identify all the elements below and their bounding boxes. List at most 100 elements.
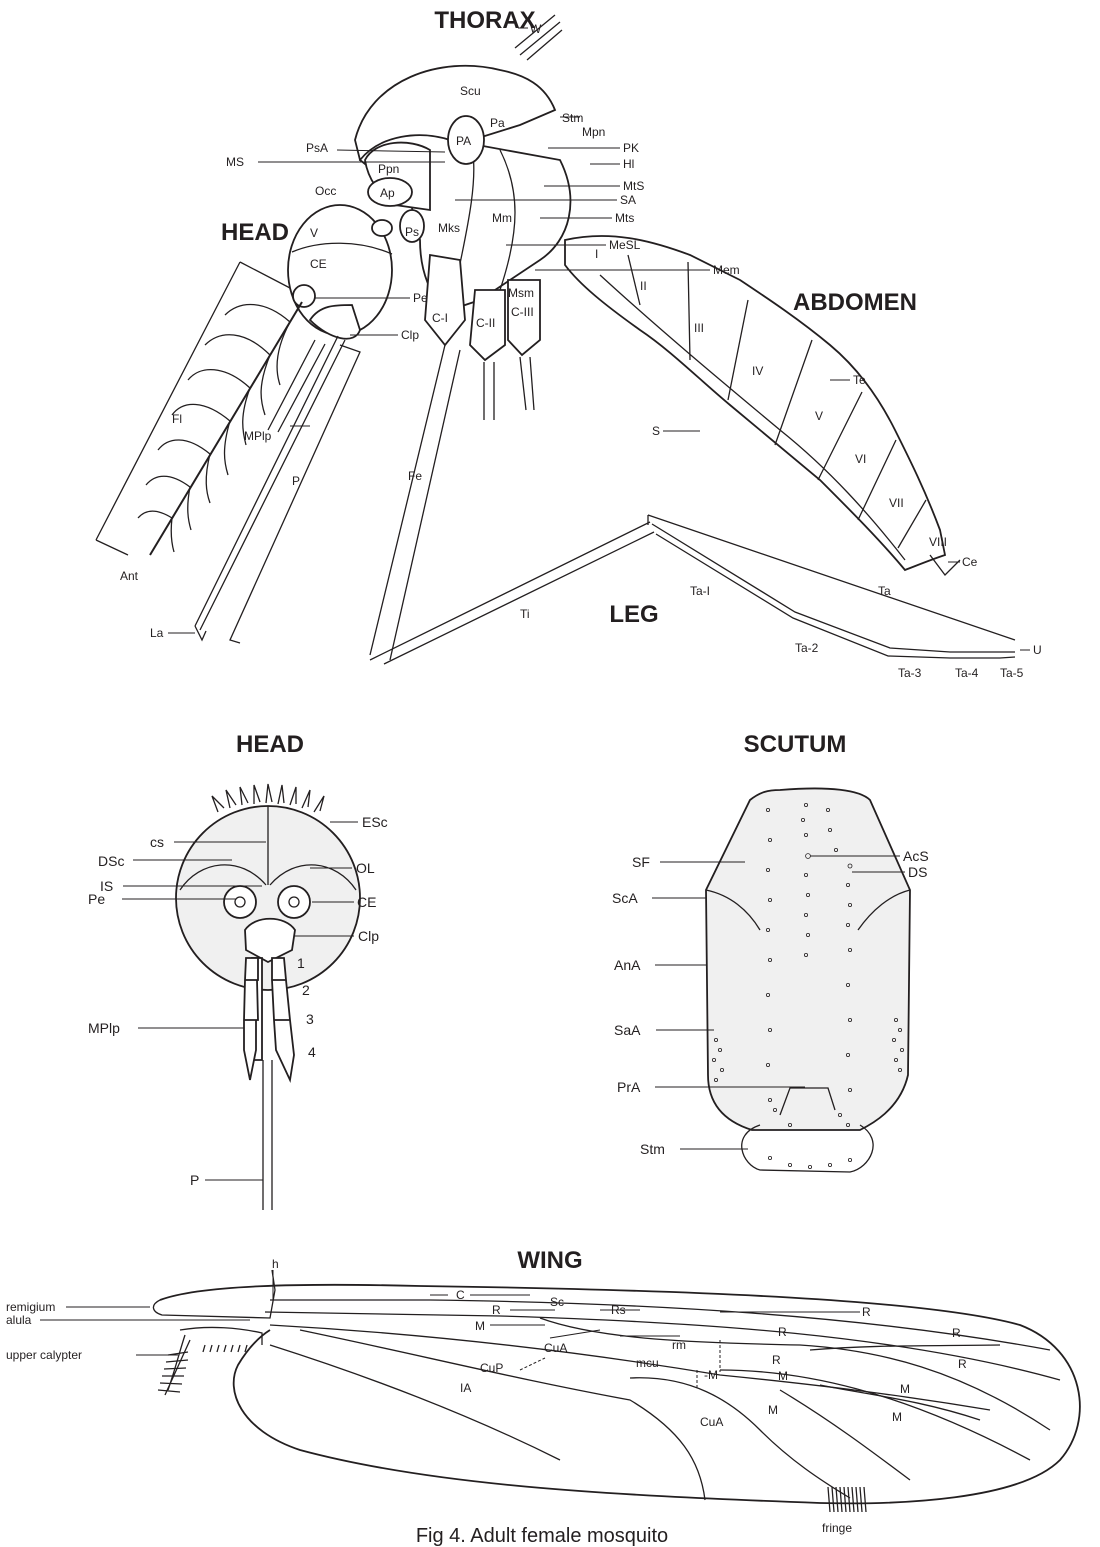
wing-title: WING: [517, 1247, 582, 1274]
svg-text:Mm: Mm: [492, 211, 512, 225]
svg-text:Ta: Ta: [878, 584, 891, 598]
scutum-drawing: [652, 788, 910, 1172]
svg-text:V: V: [815, 409, 823, 423]
svg-text:PA: PA: [456, 134, 471, 148]
svg-text:R: R: [958, 1357, 967, 1371]
svg-text:Ti: Ti: [520, 607, 530, 621]
svg-text:fringe: fringe: [822, 1521, 852, 1535]
svg-text:Mpn: Mpn: [582, 125, 605, 139]
svg-text:M: M: [768, 1403, 778, 1417]
svg-text:AcS: AcS: [903, 848, 929, 864]
abdomen-title: ABDOMEN: [793, 289, 917, 316]
svg-text:Rs: Rs: [611, 1303, 626, 1317]
svg-text:II: II: [640, 279, 647, 293]
svg-text:Ps: Ps: [405, 225, 419, 239]
svg-text:MS: MS: [226, 155, 244, 169]
svg-text:alula: alula: [6, 1313, 32, 1327]
svg-text:2: 2: [302, 982, 310, 998]
svg-text:R: R: [778, 1325, 787, 1339]
tarsus-bracket: [648, 515, 1015, 640]
thorax-title: THORAX: [434, 7, 535, 34]
svg-text:R: R: [952, 1326, 961, 1340]
calypter-outline: [165, 1335, 190, 1395]
svg-text:Ta-4: Ta-4: [955, 666, 979, 680]
svg-text:PK: PK: [623, 141, 639, 155]
svg-text:Ta-3: Ta-3: [898, 666, 922, 680]
svg-text:MtS: MtS: [623, 179, 644, 193]
svg-text:Sc: Sc: [550, 1295, 564, 1309]
abdomen: [565, 236, 960, 575]
svg-text:S: S: [652, 424, 660, 438]
svg-text:W: W: [530, 22, 542, 36]
lateral-drawing: W Scu Stm Mpn Pa PsA PK MS Hl Ppn PA MtS…: [96, 15, 1042, 680]
alula-outline: [180, 1327, 262, 1345]
svg-text:DSc: DSc: [98, 853, 124, 869]
svg-text:CE: CE: [357, 894, 376, 910]
svg-text:Occ: Occ: [315, 184, 336, 198]
svg-text:Scu: Scu: [460, 84, 481, 98]
svg-text:Mks: Mks: [438, 221, 460, 235]
lateral-labels: W Scu Stm Mpn Pa PsA PK MS Hl Ppn PA MtS…: [120, 22, 1042, 680]
svg-text:3: 3: [306, 1011, 314, 1027]
svg-text:PrA: PrA: [617, 1079, 641, 1095]
proboscis: [195, 336, 345, 630]
scutum-outline: [706, 788, 910, 1130]
svg-text:Pe: Pe: [88, 891, 105, 907]
scutellum: [742, 1125, 873, 1172]
svg-text:Pe: Pe: [413, 291, 428, 305]
mid-leg-stub: [484, 362, 494, 420]
femur: [370, 345, 460, 660]
calypter-fringe: [158, 1352, 188, 1392]
svg-text:Te: Te: [853, 373, 866, 387]
svg-text:VI: VI: [855, 452, 866, 466]
svg-text:remigium: remigium: [6, 1300, 55, 1314]
svg-text:Ta-5: Ta-5: [1000, 666, 1024, 680]
svg-text:SF: SF: [632, 854, 650, 870]
svg-text:M: M: [900, 1382, 910, 1396]
head-lateral-title: HEAD: [221, 219, 289, 246]
svg-text:MeSL: MeSL: [609, 238, 641, 252]
svg-text:Mem: Mem: [713, 263, 740, 277]
svg-text:Ant: Ant: [120, 569, 139, 583]
svg-text:1: 1: [297, 955, 305, 971]
svg-text:Ta-2: Ta-2: [795, 641, 819, 655]
maxillary-palp: [268, 340, 325, 432]
svg-text:SA: SA: [620, 193, 636, 207]
svg-text:CE: CE: [310, 257, 327, 271]
svg-text:DS: DS: [908, 864, 927, 880]
svg-text:R: R: [492, 1303, 501, 1317]
svg-text:VIII: VIII: [929, 535, 947, 549]
svg-text:M: M: [778, 1369, 788, 1383]
svg-text:upper calypter: upper calypter: [6, 1348, 82, 1362]
coxa-1: [425, 255, 465, 345]
svg-text:CuA: CuA: [700, 1415, 723, 1429]
svg-text:MPlp: MPlp: [244, 429, 272, 443]
wing-outline: [160, 1285, 1080, 1504]
svg-text:IA: IA: [460, 1381, 471, 1395]
svg-text:III: III: [694, 321, 704, 335]
svg-text:h: h: [272, 1257, 279, 1271]
head-front-title: HEAD: [236, 731, 304, 758]
svg-text:CuP: CuP: [480, 1361, 503, 1375]
svg-text:Ap: Ap: [380, 186, 395, 200]
svg-text:C-I: C-I: [432, 311, 448, 325]
svg-text:Stm: Stm: [562, 111, 583, 125]
pedicel-left: [224, 886, 256, 918]
svg-text:4: 4: [308, 1044, 316, 1060]
svg-text:R: R: [862, 1305, 871, 1319]
svg-text:VII: VII: [889, 496, 904, 510]
svg-text:M: M: [475, 1319, 485, 1333]
svg-text:-M: -M: [704, 1368, 718, 1382]
neck-sclerite: [372, 220, 392, 236]
svg-text:mcu: mcu: [636, 1356, 659, 1370]
svg-text:P: P: [190, 1172, 199, 1188]
svg-text:MPlp: MPlp: [88, 1020, 120, 1036]
svg-text:M: M: [892, 1410, 902, 1424]
svg-text:ESc: ESc: [362, 814, 388, 830]
proboscis-shaft: [263, 1060, 272, 1210]
svg-text:P: P: [292, 474, 300, 488]
svg-text:PsA: PsA: [306, 141, 328, 155]
alula-fringe: [203, 1345, 247, 1352]
svg-text:Fe: Fe: [408, 469, 422, 483]
